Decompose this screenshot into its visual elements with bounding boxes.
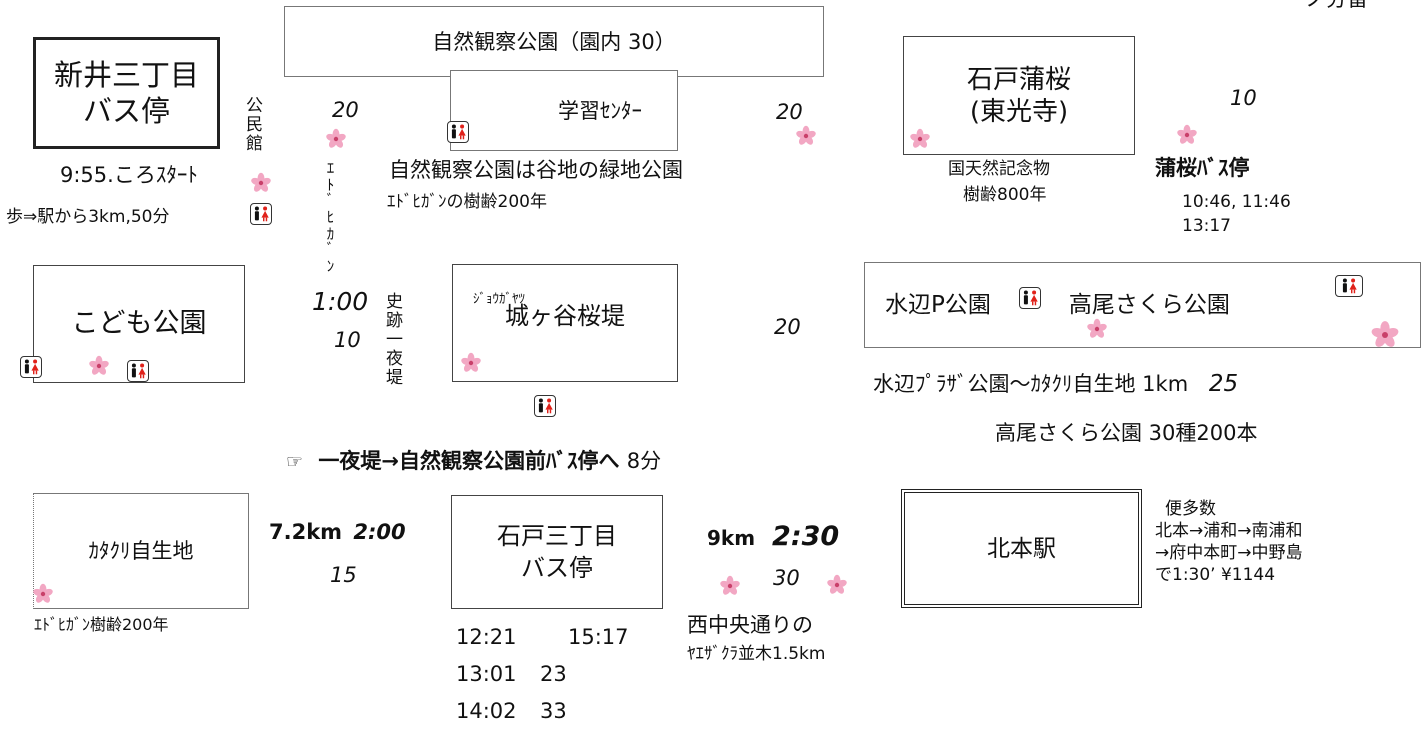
top-right-partial-text: ノ分留 <box>1305 0 1368 12</box>
start-time-label: 9:55.ころｽﾀｰﾄ <box>60 163 198 187</box>
restroom-icon <box>127 360 149 382</box>
mizube-route-text: 水辺ﾌﾟﾗｻﾞ公園〜ｶﾀｸﾘ自生地 1km <box>873 372 1189 396</box>
shizen-note-2: ｴﾄﾞﾋｶﾞﾝの樹齢200年 <box>387 192 547 212</box>
arai-bus-stop-box: 新井三丁目 バス停 <box>33 37 220 149</box>
kitamoto-station-box: 北本駅 <box>901 489 1142 608</box>
time-20b: 20 <box>776 100 803 124</box>
route-distance-2: 9km 2:30 <box>707 521 839 552</box>
distance-7-2km: 7.2km <box>269 520 343 544</box>
pointing-hand-icon: ☞ <box>286 451 304 473</box>
katakuri-box: ｶﾀｸﾘ自生地 <box>33 493 249 609</box>
mizube-takao-box: 水辺P公園 高尾さくら公園 <box>864 262 1421 348</box>
cherry-blossom-icon <box>826 574 848 596</box>
cherry-blossom-icon <box>88 355 110 377</box>
restroom-icon <box>20 356 42 378</box>
time-1-00: 1:00 <box>312 287 369 316</box>
restroom-icon <box>447 121 469 143</box>
restroom-icon <box>1335 275 1363 297</box>
kabazakura-bus-stop-label: 蒲桜ﾊﾞｽ停 <box>1155 156 1250 180</box>
ichiyazutsumi-minutes: 8分 <box>626 449 662 473</box>
kabazakura-times-2: 13:17 <box>1182 216 1231 236</box>
kitamoto-note-2: 北本→浦和→南浦和 <box>1155 521 1303 541</box>
ishido3-bus-stop-box: 石戸三丁目 バス停 <box>451 495 663 609</box>
cherry-blossom-icon <box>795 125 817 147</box>
cherry-blossom-icon <box>909 128 931 150</box>
schedule-cell: 13:01 <box>456 662 517 686</box>
nishi-note-1: 西中央通りの <box>687 613 813 637</box>
cherry-blossom-icon <box>1086 318 1108 340</box>
time-20c: 20 <box>774 315 801 339</box>
arai-line1: 新井三丁目 <box>53 58 199 92</box>
kitamoto-station-title: 北本駅 <box>987 535 1056 562</box>
cherry-blossom-icon <box>32 583 54 605</box>
kitamoto-note: 便多数 北本→浦和→南浦和 →府中本町→中野島 で1:30’ ¥1144 <box>1155 498 1303 586</box>
walk-from-station-label: 歩⇒駅から3km,50分 <box>6 207 170 227</box>
takao-note: 高尾さくら公園 30種200本 <box>995 421 1258 445</box>
kabazakura-times-1: 10:46, 11:46 <box>1182 192 1291 212</box>
ishido3-schedule: 12:21 15:17 13:01 23 14:02 33 <box>456 619 629 730</box>
distance-9km: 9km <box>707 526 756 550</box>
takao-park-title: 高尾さくら公園 <box>1068 292 1230 318</box>
shiseki-vertical-label: 史跡一夜堤 <box>382 292 402 387</box>
katakuri-title: ｶﾀｸﾘ自生地 <box>88 539 194 563</box>
cherry-blossom-icon <box>460 352 482 374</box>
shizen-park-title: 自然観察公園（園内 30） <box>432 29 676 54</box>
kitamoto-note-4: で1:30’ ¥1144 <box>1155 565 1276 585</box>
edohigan-vertical-label: ｴﾄﾞﾋｶﾞﾝ <box>321 160 339 275</box>
schedule-cell: 14:02 <box>456 699 517 723</box>
jogayatsu-ruby: ｼﾞｮｳｶﾞﾔﾂ <box>473 291 525 307</box>
kabazakura-line2: (東光寺) <box>969 96 1069 127</box>
cherry-blossom-icon <box>325 128 347 150</box>
schedule-cell: 15:17 <box>568 625 629 649</box>
shizen-park-box: 自然観察公園（園内 30） <box>284 6 824 77</box>
mizube-park-title: 水辺P公園 <box>885 292 991 318</box>
time-20a: 20 <box>332 98 359 122</box>
katakuri-note: ｴﾄﾞﾋｶﾞﾝ樹齢200年 <box>34 615 169 634</box>
ishido3-line2: バス停 <box>521 554 593 582</box>
time-2-30: 2:30 <box>772 521 840 552</box>
route-distance-1: 7.2km 2:00 <box>269 520 406 544</box>
time-15: 15 <box>330 563 357 587</box>
cherry-blossom-icon <box>719 575 741 597</box>
schedule-row: 13:01 23 <box>456 656 629 693</box>
ishido3-line1: 石戸三丁目 <box>497 522 617 550</box>
gakushu-center-title: 学習ｾﾝﾀｰ <box>558 98 642 123</box>
cherry-blossom-icon <box>250 172 272 194</box>
schedule-cell: 33 <box>540 699 567 723</box>
time-2-00: 2:00 <box>353 520 406 544</box>
restroom-icon <box>534 395 556 417</box>
time-30: 30 <box>773 566 800 590</box>
jogayatsu-box: ｼﾞｮｳｶﾞﾔﾂ 城ヶ谷桜堤 <box>452 264 678 382</box>
schedule-row: 14:02 33 <box>456 693 629 730</box>
restroom-icon <box>1019 287 1041 309</box>
shizen-note-1: 自然観察公園は谷地の緑地公園 <box>389 158 683 182</box>
restroom-icon <box>250 203 272 225</box>
gakushu-center-box: 学習ｾﾝﾀｰ <box>450 70 678 151</box>
nishi-note-2: ﾔｴｻﾞｸﾗ並木1.5km <box>687 644 826 664</box>
ichiyazutsumi-text: 一夜堤→自然観察公園前ﾊﾞｽ停へ <box>318 449 620 473</box>
mizube-route-note: 水辺ﾌﾟﾗｻﾞ公園〜ｶﾀｸﾘ自生地 1km 25 <box>873 371 1238 397</box>
jogayatsu-title: 城ヶ谷桜堤 <box>505 301 625 330</box>
schedule-row: 12:21 15:17 <box>456 619 629 656</box>
time-10a: 10 <box>1230 86 1257 110</box>
kabazakura-note-1: 国天然記念物 <box>948 159 1050 179</box>
cherry-blossom-icon <box>1176 124 1198 146</box>
schedule-cell: 23 <box>540 662 567 686</box>
time-25: 25 <box>1208 371 1239 397</box>
kabazakura-note-2: 樹齢800年 <box>963 185 1047 205</box>
kitamoto-note-1: 便多数 <box>1165 499 1216 519</box>
ichiyazutsumi-note: ☞ 一夜堤→自然観察公園前ﾊﾞｽ停へ 8分 <box>286 448 661 475</box>
kitamoto-note-3: →府中本町→中野島 <box>1155 543 1303 563</box>
kominkan-label: 公民館 <box>242 96 262 153</box>
arai-line2: バス停 <box>82 94 170 128</box>
kabazakura-line1: 石戸蒲桜 <box>966 64 1071 95</box>
ishido-kabazakura-box: 石戸蒲桜 (東光寺) <box>903 36 1135 155</box>
schedule-cell: 12:21 <box>456 625 517 649</box>
cherry-blossom-icon <box>1370 320 1400 350</box>
kodomo-park-title: こども公園 <box>71 308 207 339</box>
time-10b: 10 <box>334 328 361 352</box>
